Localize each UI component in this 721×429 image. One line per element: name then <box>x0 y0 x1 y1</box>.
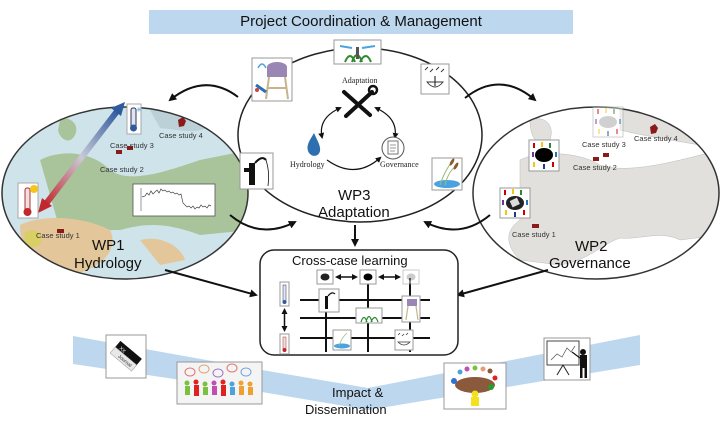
wp2-governance-panel[interactable]: Case study 1 Case study 2 Case study 3 C… <box>470 100 721 290</box>
wp2-case-study-3: Case study 3 <box>582 140 626 149</box>
cc-stakeholder-icon <box>359 269 377 285</box>
impact-line1: Impact & <box>332 385 384 400</box>
project-coordination-banner: Project Coordination & Management <box>149 10 573 34</box>
cross-case-title: Cross-case learning <box>292 253 408 268</box>
wp1-case-study-2: Case study 2 <box>100 165 144 174</box>
wp2-case-marker-4 <box>650 124 658 134</box>
wp2-case-study-2: Case study 2 <box>573 163 617 172</box>
wp2-case-study-4: Case study 4 <box>634 134 678 143</box>
arrow-wp2-to-wp3 <box>423 214 491 231</box>
cc-hand-pump-icon <box>318 288 340 313</box>
banner-title: Project Coordination & Management <box>240 13 482 30</box>
wp3-title: WP3 <box>338 187 371 204</box>
sprinkler-icon <box>333 39 382 65</box>
wp2-case-marker-3 <box>603 153 609 157</box>
thermometer-cold-icon: ✳ <box>126 103 142 135</box>
meeting-table-icon <box>443 362 507 410</box>
stakeholder-table-book-icon <box>499 187 531 219</box>
wp1-hydrology-panel[interactable]: Case study 1 Case study 2 Case study 3 C… <box>0 100 250 290</box>
arrow-wp1-to-crosscase <box>164 269 258 298</box>
wp3-subtitle: Adaptation <box>318 204 390 221</box>
case-marker-4 <box>178 117 186 127</box>
cc-thermometer-cold-icon <box>279 281 290 307</box>
cc-thermometer-hot-icon <box>279 333 290 355</box>
document-icon <box>381 136 405 160</box>
wp3-adaptation-panel[interactable]: Adaptation Hydrology Governance <box>237 39 483 223</box>
case-marker-3 <box>127 146 133 150</box>
presenter-icon <box>543 337 591 381</box>
case-marker-2 <box>116 150 122 154</box>
cc-stakeholder-book-icon <box>316 269 334 285</box>
wp2-case-study-1: Case study 1 <box>512 230 556 239</box>
wp1-title: WP1 <box>92 237 125 254</box>
svg-text:✳: ✳ <box>136 106 142 114</box>
water-drop-icon <box>307 133 321 156</box>
wetland-reeds-icon <box>431 157 463 191</box>
tools-icon <box>342 84 379 118</box>
wp2-case-marker-1 <box>532 224 539 228</box>
arrow-wp2-to-crosscase <box>456 269 549 298</box>
cross-case-learning-panel[interactable]: Cross-case learning <box>259 249 459 356</box>
rain-harvest-icon <box>420 63 450 95</box>
wp1-case-study-3: Case study 3 <box>110 141 154 150</box>
wp3-inner-hydrology: Hydrology <box>290 160 325 169</box>
wp2-subtitle: Governance <box>549 255 631 272</box>
temperature-gradient-arrow <box>38 102 125 213</box>
flow-arrows <box>164 83 549 298</box>
wp1-case-study-1: Case study 1 <box>36 231 80 240</box>
cc-stakeholder-faded-icon <box>402 269 420 285</box>
cc-wetland-reeds-icon <box>332 329 352 351</box>
discharge-timeseries-chart <box>132 183 216 217</box>
wp3-inner-adaptation: Adaptation <box>342 76 378 85</box>
people-talking-icon <box>176 361 263 405</box>
impact-line2: Dissemination <box>305 402 387 417</box>
cc-water-tower-icon <box>401 295 421 323</box>
wp2-title: WP2 <box>575 238 608 255</box>
wp2-case-marker-2 <box>593 157 599 161</box>
water-tower-icon <box>251 57 293 102</box>
arrow-wp3-to-wp2 <box>464 83 537 102</box>
case-marker-1 <box>57 229 64 233</box>
cc-sprinkler-icon <box>355 307 383 324</box>
arrow-wp1-to-wp3 <box>229 214 297 231</box>
arrow-wp3-to-wp1 <box>168 84 239 102</box>
wp1-subtitle: Hydrology <box>74 255 142 272</box>
stakeholder-table-faded-icon <box>592 106 624 138</box>
wp1-case-study-4: Case study 4 <box>159 131 203 140</box>
thermometer-hot-icon <box>17 182 39 219</box>
wp3-inner-governance: Governance <box>380 160 419 169</box>
journal-label-top: XX <box>118 346 127 355</box>
stakeholder-table-icon <box>528 139 560 172</box>
hand-pump-icon <box>239 152 274 190</box>
cc-rain-harvest-icon <box>394 329 414 351</box>
journal-icon: XX Journal <box>105 334 147 379</box>
